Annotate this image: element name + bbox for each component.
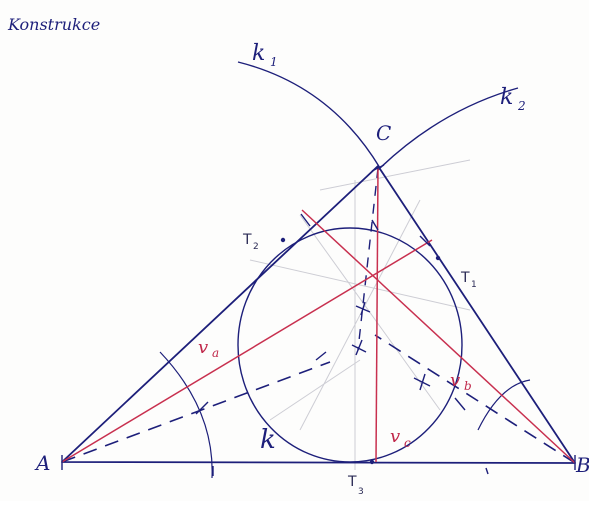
tangent-t2-subscript: 2 [253, 242, 259, 252]
altitude-va-subscript: a [212, 346, 219, 360]
altitude-vc-label: v [390, 426, 400, 447]
construction-marks [61, 164, 576, 476]
pencil-guide-line [299, 199, 421, 431]
bisector-from-c [357, 167, 379, 351]
tangent-t1-subscript: 1 [471, 280, 477, 290]
triangle-abc [61, 165, 576, 464]
altitude-vc-subscript: c [404, 436, 411, 450]
tangent-point-t1 [435, 255, 441, 261]
arc-k2 [377, 87, 519, 171]
arc-k2-subscript: 2 [517, 99, 526, 113]
bisector-from-b [374, 334, 576, 464]
cross-mark [419, 373, 426, 391]
tangent-t2-label: T [242, 232, 252, 248]
cross-mark [360, 301, 366, 316]
altitude-va-label: v [198, 337, 208, 358]
tick-mark [300, 213, 311, 227]
tick-mark [195, 401, 209, 415]
tick-mark [419, 235, 431, 247]
vertex-b-label: B [575, 453, 589, 477]
tick-mark [454, 397, 466, 411]
altitude-vc [375, 167, 379, 463]
pencil-guides [249, 159, 471, 470]
pencil-guide-line [299, 214, 441, 411]
altitude-vb [301, 209, 576, 464]
altitude-vb-subscript: b [464, 379, 472, 393]
tick-mark [371, 219, 379, 231]
arc-k1-subscript: 1 [270, 55, 278, 69]
arc-k2-label: k [500, 85, 513, 110]
altitude-va [61, 239, 433, 463]
pencil-guide-line [269, 359, 361, 421]
tangent-point-t2 [280, 237, 286, 243]
pencil-guide-line [249, 259, 471, 311]
arc-k1-label: k [252, 41, 265, 66]
arc-around-a [159, 351, 213, 479]
vertex-a-label: A [34, 451, 50, 475]
tangent-t3-label: T [347, 474, 357, 490]
arc-k1 [237, 61, 381, 169]
bisector-from-a [61, 361, 331, 463]
tick-mark [315, 351, 327, 361]
incircle-k-label: k [260, 425, 276, 455]
pencil-guide-line [319, 159, 471, 191]
tick-mark [485, 467, 489, 475]
arc-around-b [477, 379, 531, 431]
vertex-c-label: C [376, 121, 391, 145]
tangent-point-t3 [369, 459, 375, 465]
vertex-c-tick [371, 164, 385, 172]
sketch-title: Konstrukce [7, 15, 100, 34]
altitude-vb-label: v [450, 370, 460, 391]
tangent-t3-subscript: 3 [358, 487, 364, 497]
tangent-t1-label: T [460, 270, 470, 286]
cross-mark [355, 339, 363, 356]
